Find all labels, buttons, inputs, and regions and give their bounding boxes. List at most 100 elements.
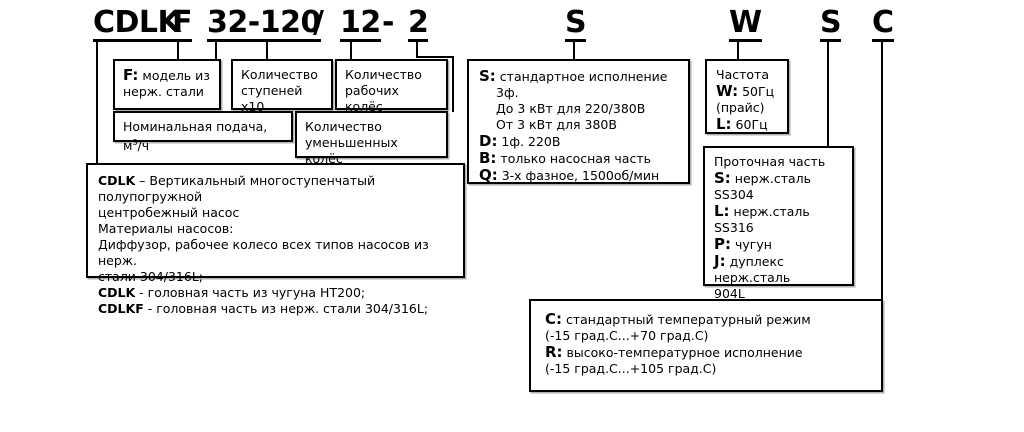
exec-d-key: D: [479, 132, 498, 150]
box-impeller-count: Количество рабочих колёс [335, 59, 448, 114]
frequency-l-text: 60Гц [731, 117, 768, 132]
box-cdlk-description: CDLK – Вертикальный многоступенчатый пол… [86, 163, 465, 316]
temp-c-range: (-15 град.С...+70 град.С) [545, 328, 709, 343]
flowpath-j-text: дуплекс нерж.сталь [714, 254, 791, 285]
cdlk-desc-rest-1: – Вертикальный многоступенчатый полупогр… [98, 173, 380, 204]
code-token-impellers: 12 [340, 5, 381, 42]
code-token-f: F [172, 5, 193, 42]
connector-frequency [737, 42, 739, 60]
code-token-cdlk: CDLK [93, 5, 181, 42]
exec-s-key: S: [479, 67, 496, 85]
box-impeller-count-line2: рабочих колёс [345, 83, 403, 114]
flowpath-s-line: S: нерж.сталь SS304 [714, 170, 843, 203]
cdlk-desc-key-7: CDLKF [98, 301, 144, 316]
temp-r-line: R: высоко-температурное исполнение [545, 344, 867, 361]
code-token-flow-stages: 32-120 [207, 5, 321, 42]
box-flowpath-material: Проточная часть S: нерж.сталь SS304 L: н… [703, 146, 854, 350]
temp-r-range: (-15 град.С...+105 град.С) [545, 361, 717, 376]
frequency-w-text: 50Гц [738, 84, 775, 99]
cdlk-desc-rest-7: - головная часть из нерж. стали 304/316L… [143, 301, 429, 316]
exec-d-text: 1ф. 220В [497, 134, 561, 149]
cdlk-desc-key-1: CDLK [98, 173, 136, 188]
flowpath-p-line: P: чугун [714, 236, 843, 253]
cdlk-desc-rest-6: - головная часть из чугуна HT200; [135, 285, 366, 300]
frequency-w-key: W: [716, 82, 739, 100]
frequency-l-line: L: 60Гц [716, 116, 778, 133]
temp-c-line: C: стандартный температурный режим [545, 311, 867, 328]
exec-b-line: B: только насосная часть [479, 150, 678, 167]
flowpath-j-text2: 904L [714, 286, 745, 301]
code-token-flowpath: S [820, 5, 842, 42]
box-stage-count: Количество ступеней x10 [231, 59, 333, 114]
cdlk-desc-line-1: CDLK – Вертикальный многоступенчатый пол… [98, 173, 453, 205]
box-model-material-text: F: модель из нерж. стали [123, 67, 211, 100]
flowpath-s-key: S: [714, 169, 731, 187]
flowpath-l-text: нерж.сталь SS316 [714, 204, 814, 235]
box-reduced-impeller-line2: уменьшенных колёс [305, 135, 402, 166]
code-separator-dash: - [382, 5, 395, 40]
temp-c-text: стандартный температурный режим [562, 312, 811, 327]
box-nominal-flow-sup: 3 [132, 138, 138, 147]
temp-r-text: высоко-температурное исполнение [562, 345, 803, 360]
flowpath-j-key: J: [714, 252, 726, 270]
code-separator-slash: / [313, 5, 324, 40]
cdlk-desc-line-7: CDLKF - головная часть из нерж. стали 30… [98, 301, 453, 317]
connector-phase [573, 42, 575, 60]
temp-c-key: C: [545, 310, 563, 328]
flowpath-j-line: J: дуплекс нерж.сталь [714, 253, 843, 286]
code-token-phase: S [565, 5, 587, 42]
cdlk-desc-line-2: центробежный насос [98, 205, 240, 220]
cdlk-desc-line-6: CDLK - головная часть из чугуна HT200; [98, 285, 453, 301]
exec-s-sub3: От 3 кВт для 380В [496, 117, 617, 132]
box-frequency: Частота W: 50Гц (прайс) L: 60Гц [705, 59, 789, 134]
box-stage-count-line1: Количество [241, 67, 318, 82]
box-model-material: F: модель из нерж. стали [113, 59, 221, 110]
connector-impellers [350, 42, 352, 60]
flowpath-l-key: L: [714, 202, 730, 220]
connector-f [177, 42, 179, 60]
frequency-l-key: L: [716, 115, 732, 133]
connector-temperature [881, 42, 883, 300]
exec-q-line: Q: 3-х фазное, 1500об/мин [479, 167, 678, 184]
exec-b-key: B: [479, 149, 497, 167]
box-reduced-impeller-count: Количество уменьшенных колёс [295, 111, 448, 166]
exec-s-sub2: До 3 кВт для 220/380В [496, 101, 646, 116]
frequency-price: (прайс) [716, 100, 765, 115]
box-stage-count-line2: ступеней x10 [241, 83, 307, 114]
box-nominal-flow: Номинальная подача, м3/ч [113, 111, 293, 153]
flowpath-p-text: чугун [731, 237, 772, 252]
exec-d-line: D: 1ф. 220В [479, 133, 678, 150]
frequency-header: Частота [716, 67, 769, 82]
exec-q-key: Q: [479, 166, 498, 184]
cdlk-desc-line-5: стали 304/316L; [98, 269, 204, 284]
connector-reduced-seg1 [416, 42, 418, 56]
box-nominal-flow-text: Номинальная подача, м3/ч [123, 119, 283, 154]
code-token-frequency: W [729, 5, 762, 42]
box-motor-execution: S: стандартное исполнение 3ф. До 3 кВт д… [467, 59, 690, 184]
box-temperature-mode: C: стандартный температурный режим (-15 … [529, 299, 883, 392]
exec-s-sub1: 3ф. [496, 85, 519, 100]
flowpath-p-key: P: [714, 235, 731, 253]
flowpath-l-line: L: нерж.сталь SS316 [714, 203, 843, 236]
connector-stages [266, 42, 268, 60]
code-token-temperature: C [872, 5, 894, 42]
exec-s-line: S: стандартное исполнение [479, 68, 678, 85]
flowpath-header: Проточная часть [714, 154, 826, 169]
frequency-w-line: W: 50Гц [716, 83, 778, 100]
box-reduced-impeller-line1: Количество [305, 119, 382, 134]
cdlk-desc-line-4: Диффузор, рабочее колесо всех типов насо… [98, 237, 433, 268]
flowpath-s-text: нерж.сталь SS304 [714, 171, 815, 202]
connector-reduced-seg2 [416, 56, 454, 58]
box-nominal-flow-label: Номинальная подача, м [123, 119, 272, 154]
temp-r-key: R: [545, 343, 563, 361]
cdlk-desc-key-6: CDLK [98, 285, 136, 300]
connector-flowpath [827, 42, 829, 147]
exec-q-text: 3-х фазное, 1500об/мин [497, 168, 660, 183]
exec-b-text: только насосная часть [496, 151, 651, 166]
code-token-reduced: 2 [408, 5, 429, 42]
connector-reduced-seg3 [452, 56, 454, 112]
cdlk-desc-line-3: Материалы насосов: [98, 221, 234, 236]
exec-s-text: стандартное исполнение [495, 69, 668, 84]
connector-cdlk [96, 42, 98, 164]
